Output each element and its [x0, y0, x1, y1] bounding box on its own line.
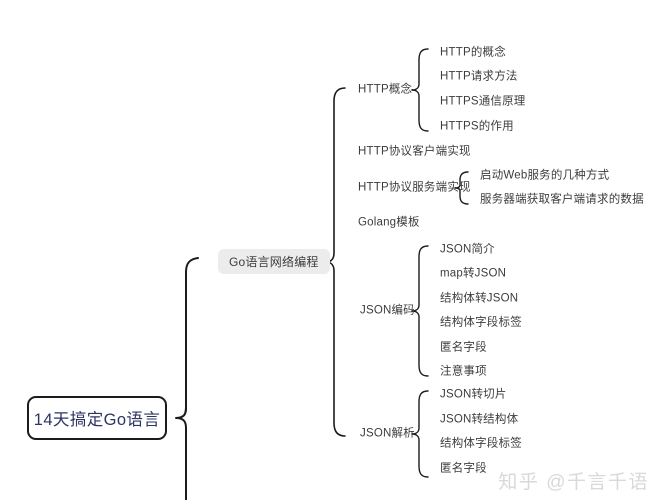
leaf-label-json-encode-1[interactable]: map转JSON	[440, 267, 507, 280]
leaf-label-http-concept-3[interactable]: HTTPS的作用	[440, 120, 514, 133]
brace-main-lower	[325, 261, 346, 437]
leaf-label-json-encode-3[interactable]: 结构体字段标签	[440, 316, 522, 329]
leaf-label-http-concept-1[interactable]: HTTP请求方法	[440, 70, 518, 83]
leaf-label-http-server-0[interactable]: 启动Web服务的几种方式	[480, 169, 610, 182]
brace-root	[175, 257, 199, 419]
leaf-label-json-encode-2[interactable]: 结构体转JSON	[440, 292, 519, 305]
leaf-label-http-concept-0[interactable]: HTTP的概念	[440, 46, 506, 59]
leaf-label-json-encode-4[interactable]: 匿名字段	[440, 341, 487, 354]
brace-main-upper	[325, 87, 346, 263]
branch-label-json-encode[interactable]: JSON编码	[360, 304, 415, 317]
leaf-label-json-parse-2[interactable]: 结构体字段标签	[440, 437, 522, 450]
brace-http-concept-lower	[411, 89, 429, 132]
brace-json-parse-lower	[411, 433, 429, 478]
branch-label-http-client[interactable]: HTTP协议客户端实现	[358, 145, 471, 158]
leaf-label-json-encode-5[interactable]: 注意事项	[440, 365, 487, 378]
brace-root-tip	[175, 407, 187, 429]
brace-http-concept-upper	[411, 48, 429, 91]
brace-json-encode-lower	[411, 310, 429, 377]
branch-label-http-server[interactable]: HTTP协议服务端实现	[358, 181, 471, 194]
leaf-label-json-parse-3[interactable]: 匿名字段	[440, 462, 487, 475]
topic-node[interactable]: Go语言网络编程	[218, 249, 330, 274]
leaf-label-json-encode-0[interactable]: JSON简介	[440, 243, 495, 256]
leaf-label-http-server-1[interactable]: 服务器端获取客户端请求的数据	[480, 193, 644, 206]
root-node-label: 14天搞定Go语言	[33, 411, 161, 429]
leaf-label-http-concept-2[interactable]: HTTPS通信原理	[440, 95, 526, 108]
leaf-label-json-parse-1[interactable]: JSON转结构体	[440, 413, 519, 426]
root-node[interactable]: 14天搞定Go语言	[27, 396, 167, 440]
branch-label-http-concept[interactable]: HTTP概念	[358, 83, 413, 96]
topic-node-label: Go语言网络编程	[229, 255, 319, 269]
leaf-label-json-parse-0[interactable]: JSON转切片	[440, 388, 507, 401]
brace-json-encode-upper	[411, 245, 429, 312]
branch-label-golang-template[interactable]: Golang模板	[358, 216, 420, 229]
watermark: 知乎 @千言千语	[498, 472, 649, 493]
branch-label-json-parse[interactable]: JSON解析	[360, 427, 415, 440]
